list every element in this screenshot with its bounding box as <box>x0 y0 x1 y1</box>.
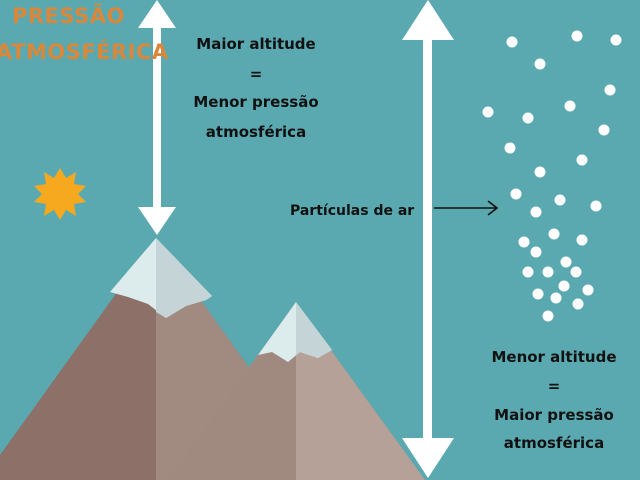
air-particle <box>571 30 583 42</box>
altitude-arrow-right <box>402 0 454 478</box>
air-particle <box>534 166 546 178</box>
altitude-arrow-left <box>138 0 176 235</box>
air-particle <box>530 246 542 258</box>
air-particle <box>534 58 546 70</box>
low-pressure-label-2: atmosférica <box>205 123 307 141</box>
air-particle <box>542 266 554 278</box>
air-particle <box>542 310 554 322</box>
high-altitude-label: Maior altitude <box>196 35 316 53</box>
air-particle <box>554 194 566 206</box>
air-particle <box>482 106 494 118</box>
low-altitude-label: Menor altitude <box>491 348 617 366</box>
low-pressure-label: Menor pressão <box>193 93 319 111</box>
air-particle <box>548 228 560 240</box>
low-altitude-equals: = <box>547 377 561 395</box>
title-line-1: PRESSÃO <box>12 4 125 28</box>
air-particle <box>590 200 602 212</box>
air-particle <box>558 280 570 292</box>
air-particle <box>530 206 542 218</box>
particles-pointer-arrow <box>434 200 499 216</box>
air-particle <box>610 34 622 46</box>
title-line-2: ATMOSFÉRICA <box>0 40 169 64</box>
air-particle <box>550 292 562 304</box>
air-particle <box>518 236 530 248</box>
air-particle <box>522 266 534 278</box>
particles-label: Partículas de ar <box>290 203 415 219</box>
high-pressure-label: Maior pressão <box>494 406 614 424</box>
air-particle <box>510 188 522 200</box>
air-particle <box>522 112 534 124</box>
air-particle <box>504 142 516 154</box>
air-particle <box>532 288 544 300</box>
sun-icon <box>34 168 86 220</box>
air-particle <box>598 124 610 136</box>
air-particle <box>572 298 584 310</box>
high-pressure-label-2: atmosférica <box>503 434 605 452</box>
air-particles <box>482 30 622 322</box>
high-altitude-equals: = <box>249 65 263 83</box>
air-particle <box>576 234 588 246</box>
air-particle <box>604 84 616 96</box>
air-particle <box>506 36 518 48</box>
air-particle <box>570 266 582 278</box>
air-particle <box>576 154 588 166</box>
air-particle <box>564 100 576 112</box>
air-particle <box>560 256 572 268</box>
small-mountain <box>168 302 425 480</box>
air-particle <box>582 284 594 296</box>
